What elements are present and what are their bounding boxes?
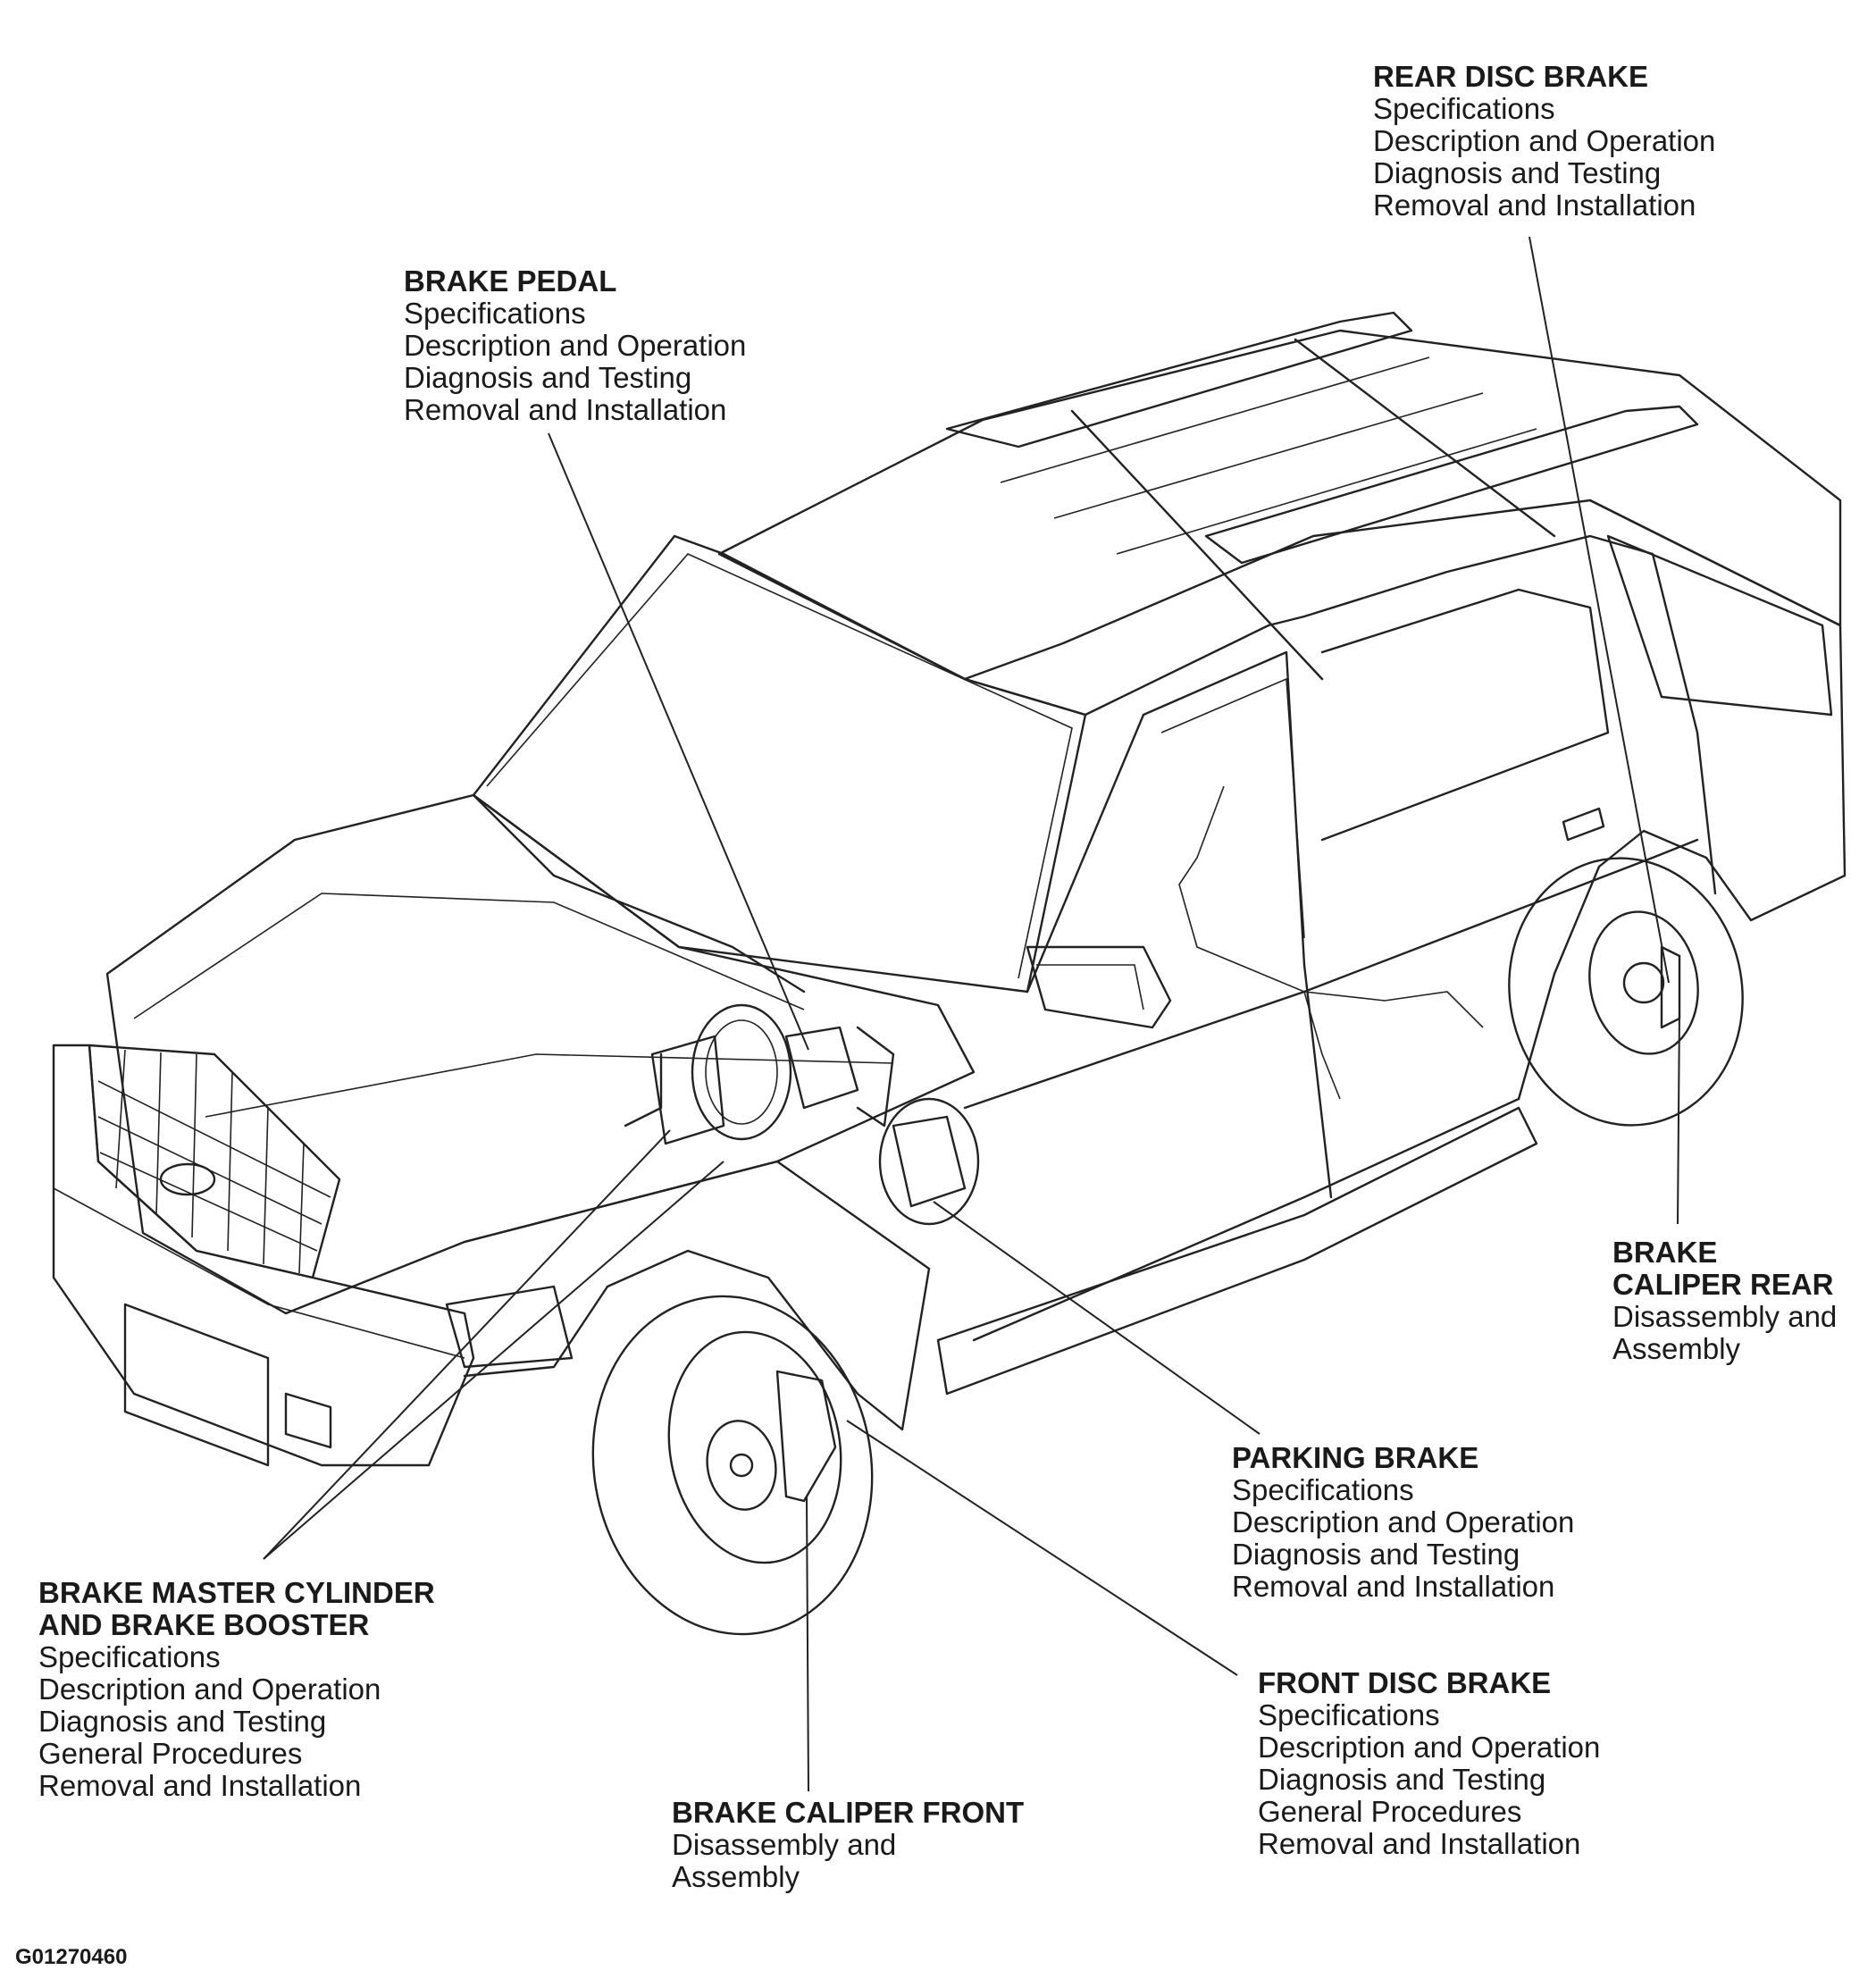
leader-brake-pedal: [548, 432, 809, 1051]
callout-brake-master-cylinder: BRAKE MASTER CYLINDER AND BRAKE BOOSTER …: [38, 1577, 435, 1802]
callout-item: Description and Operation: [1258, 1731, 1601, 1764]
callout-item: Removal and Installation: [1232, 1570, 1555, 1603]
callout-item: Assembly: [672, 1860, 800, 1893]
callout-title: FRONT DISC BRAKE: [1258, 1666, 1552, 1699]
callout-item: Specifications: [38, 1640, 221, 1673]
callout-item: Specifications: [404, 297, 586, 330]
callout-item: Description and Operation: [1232, 1505, 1575, 1538]
callout-item: Disassembly and: [672, 1828, 897, 1861]
callout-title: AND BRAKE BOOSTER: [38, 1608, 370, 1641]
callout-item: Disassembly and: [1612, 1300, 1838, 1333]
callout-item: Description and Operation: [404, 329, 747, 362]
callout-item: Diagnosis and Testing: [1232, 1538, 1520, 1571]
callout-parking-brake: PARKING BRAKE Specifications Description…: [1232, 1442, 1574, 1603]
callout-item: Diagnosis and Testing: [404, 361, 692, 394]
callout-title: BRAKE: [1612, 1236, 1718, 1269]
callout-brake-caliper-front: BRAKE CALIPER FRONT Disassembly and Asse…: [672, 1797, 1024, 1893]
leader-master-cylinder-a: [263, 1129, 671, 1560]
leader-front-disc-brake: [846, 1420, 1238, 1676]
callout-title: PARKING BRAKE: [1232, 1441, 1479, 1474]
callout-rear-disc-brake: REAR DISC BRAKE Specifications Descripti…: [1373, 61, 1715, 222]
callout-title: BRAKE CALIPER FRONT: [672, 1796, 1025, 1829]
callout-item: Specifications: [1373, 92, 1555, 125]
callout-item: Diagnosis and Testing: [38, 1705, 327, 1738]
callout-item: Removal and Installation: [1373, 189, 1696, 222]
callout-item: Specifications: [1232, 1473, 1414, 1506]
callout-item: Diagnosis and Testing: [1258, 1763, 1546, 1796]
leader-rear-disc-brake: [1528, 236, 1670, 984]
callout-item: Assembly: [1612, 1332, 1741, 1365]
callout-title: BRAKE MASTER CYLINDER: [38, 1576, 435, 1609]
leader-brake-caliper-front: [806, 1496, 809, 1792]
callout-front-disc-brake: FRONT DISC BRAKE Specifications Descript…: [1258, 1667, 1600, 1860]
callout-item: Specifications: [1258, 1698, 1440, 1731]
callout-item: Removal and Installation: [38, 1769, 362, 1802]
callout-title: REAR DISC BRAKE: [1373, 60, 1649, 93]
leader-master-cylinder-b: [263, 1161, 724, 1560]
vehicle-body: [52, 311, 1847, 1636]
callout-item: Diagnosis and Testing: [1373, 156, 1662, 189]
callout-item: Removal and Installation: [404, 393, 727, 426]
callout-title: BRAKE PEDAL: [404, 264, 617, 298]
callout-item: Removal and Installation: [1258, 1827, 1581, 1860]
figure-id: G01270460: [15, 1945, 128, 1969]
leader-lines: [263, 236, 1680, 1792]
callout-item: Description and Operation: [1373, 124, 1716, 157]
callout-brake-pedal: BRAKE PEDAL Specifications Description a…: [404, 265, 746, 426]
leader-parking-brake: [933, 1201, 1260, 1435]
callout-item: General Procedures: [38, 1737, 303, 1770]
leader-brake-caliper-rear: [1677, 1009, 1680, 1225]
callout-title: CALIPER REAR: [1612, 1268, 1834, 1301]
callout-brake-caliper-rear: BRAKE CALIPER REAR Disassembly and Assem…: [1612, 1237, 1837, 1365]
callout-item: Description and Operation: [38, 1673, 381, 1706]
callout-item: General Procedures: [1258, 1795, 1522, 1828]
